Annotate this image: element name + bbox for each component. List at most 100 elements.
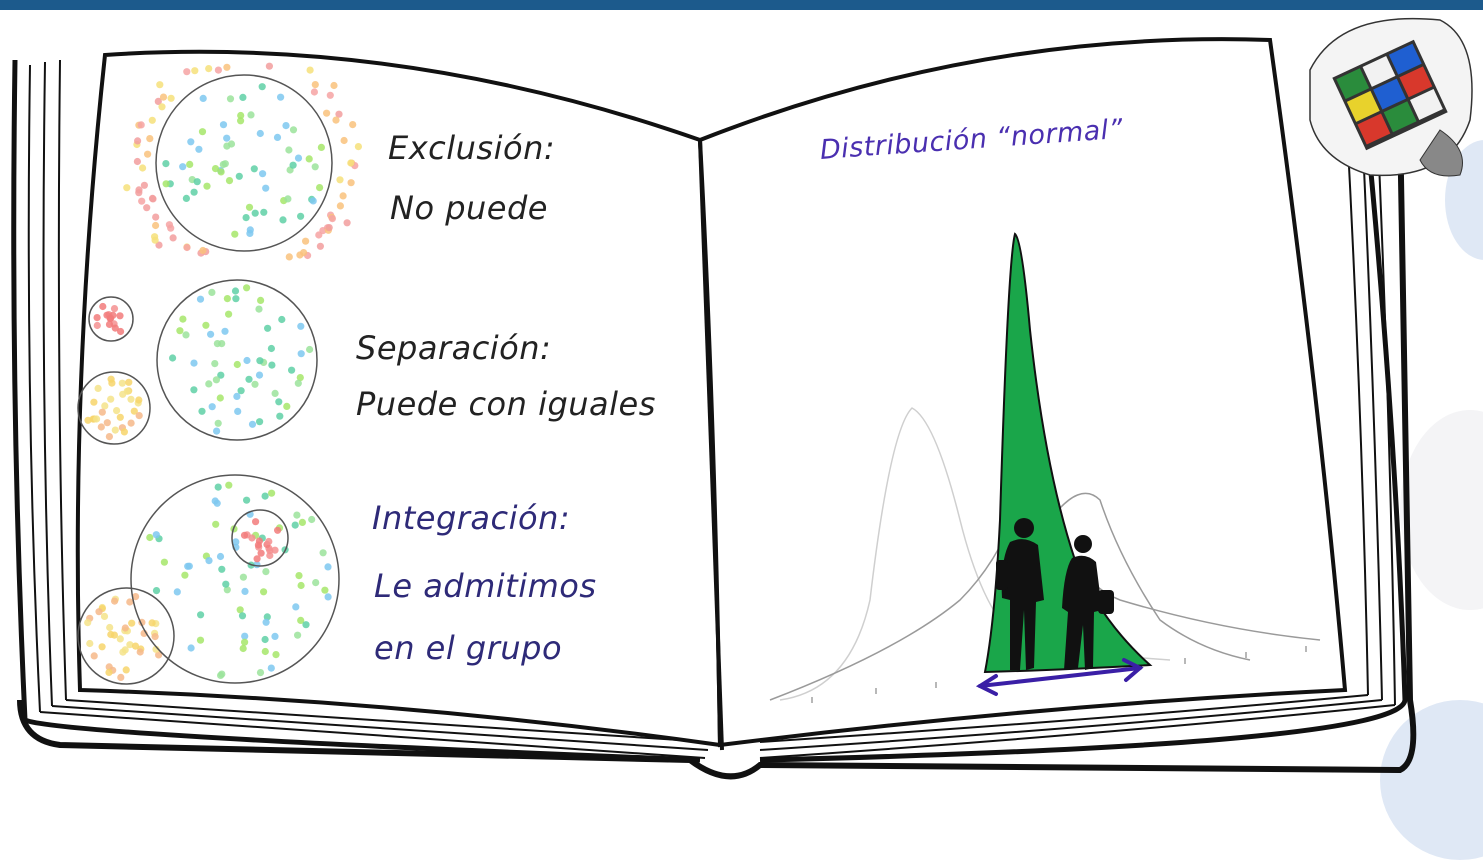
inside-dot: [225, 310, 233, 318]
inside-dot: [146, 533, 154, 542]
yellow-dot: [98, 643, 106, 651]
yellow-dot: [117, 673, 125, 682]
inside-dot: [222, 580, 230, 588]
normal-distribution-chart: [769, 232, 1321, 703]
red-dot: [240, 531, 249, 539]
yellow-dot: [98, 408, 106, 416]
inside-dot: [218, 565, 226, 573]
inside-dot: [223, 586, 231, 594]
inside-dot: [256, 129, 264, 138]
inside-dot: [190, 188, 198, 196]
integration-subtitle: Le admitimos: [374, 567, 597, 605]
outside-dot: [123, 184, 131, 192]
book-body: [11, 59, 1417, 780]
inside-dot: [246, 229, 254, 237]
outside-dot: [328, 215, 336, 223]
inside-dot: [237, 117, 245, 125]
inside-dot: [233, 392, 241, 400]
inside-dot: [294, 379, 302, 387]
yellow-dot: [148, 619, 156, 627]
inside-dot: [258, 83, 266, 91]
inside-dot: [176, 327, 184, 335]
inside-dot: [256, 669, 265, 677]
inside-dot: [162, 160, 170, 168]
outside-dot: [323, 109, 331, 117]
inside-dot: [190, 359, 198, 367]
red-dot: [253, 555, 261, 563]
inside-dot: [216, 394, 224, 402]
outside-dot: [134, 137, 142, 145]
inside-dot: [243, 496, 251, 504]
inside-dot: [275, 398, 283, 406]
inside-dot: [231, 230, 239, 238]
outside-dot: [151, 236, 159, 244]
yellow-dot: [103, 419, 111, 427]
inside-dot: [262, 568, 270, 576]
outside-dot: [143, 204, 151, 212]
inside-dot: [242, 214, 250, 222]
integration-title: Integración:: [372, 499, 571, 537]
inside-dot: [213, 340, 221, 348]
yellow-dot: [135, 412, 143, 420]
inside-dot: [271, 632, 279, 641]
inside-dot: [292, 603, 300, 611]
integration-subtitle-2: en el grupo: [374, 629, 563, 667]
inside-dot: [239, 93, 247, 101]
yellow-dot: [97, 423, 105, 431]
outside-dot: [154, 97, 162, 105]
outside-dot: [330, 81, 338, 90]
inside-dot: [297, 581, 305, 590]
red-dot: [265, 537, 273, 546]
outside-dot: [343, 219, 351, 227]
inside-dot: [264, 324, 272, 332]
inside-dot: [202, 321, 210, 329]
outside-dot: [155, 241, 163, 249]
inside-dot: [255, 305, 263, 313]
yellow-dot: [131, 642, 140, 650]
inside-dot: [260, 208, 268, 216]
inside-dot: [285, 146, 293, 154]
red-dot: [116, 312, 124, 320]
inside-dot: [179, 315, 187, 323]
yellow-dot: [125, 378, 133, 386]
inside-dot: [250, 165, 258, 173]
right-grey-curve: [1049, 492, 1251, 661]
inside-dot: [311, 163, 319, 171]
inside-dot: [321, 586, 329, 594]
inside-dot: [255, 371, 264, 379]
inside-dot: [239, 573, 247, 581]
outside-dot: [140, 181, 148, 189]
book-spine: [698, 139, 724, 751]
outside-dot: [152, 221, 160, 230]
inside-dot: [196, 636, 205, 644]
inside-dot: [182, 194, 190, 202]
outside-dot: [339, 192, 347, 200]
inside-dot: [260, 588, 268, 596]
inside-dot: [241, 587, 249, 596]
inside-dot: [282, 122, 290, 130]
inside-dot: [179, 163, 187, 171]
yellow-dot: [111, 426, 119, 434]
outside-dot: [139, 164, 147, 172]
inside-dot: [261, 635, 269, 644]
people-silhouettes: [996, 518, 1114, 670]
inside-dot: [198, 407, 206, 415]
separation-subtitle: Puede con iguales: [356, 385, 656, 423]
yellow-dot: [119, 648, 127, 656]
outside-dot: [199, 246, 207, 255]
outside-dot: [325, 224, 333, 232]
outside-dot: [300, 249, 308, 257]
inside-dot: [283, 402, 291, 410]
yellow-dot: [107, 375, 115, 383]
inside-dot: [245, 203, 254, 211]
inside-dot: [256, 418, 264, 426]
yellow-dot: [126, 641, 134, 649]
outside-dot: [265, 62, 273, 70]
yellow-dot: [105, 433, 113, 441]
outside-dot: [205, 65, 213, 73]
yellow-dot: [155, 651, 163, 659]
yellow-dot: [128, 619, 136, 627]
yellow-dot: [135, 396, 143, 404]
red-dot: [274, 526, 282, 534]
inside-dot: [219, 160, 227, 169]
